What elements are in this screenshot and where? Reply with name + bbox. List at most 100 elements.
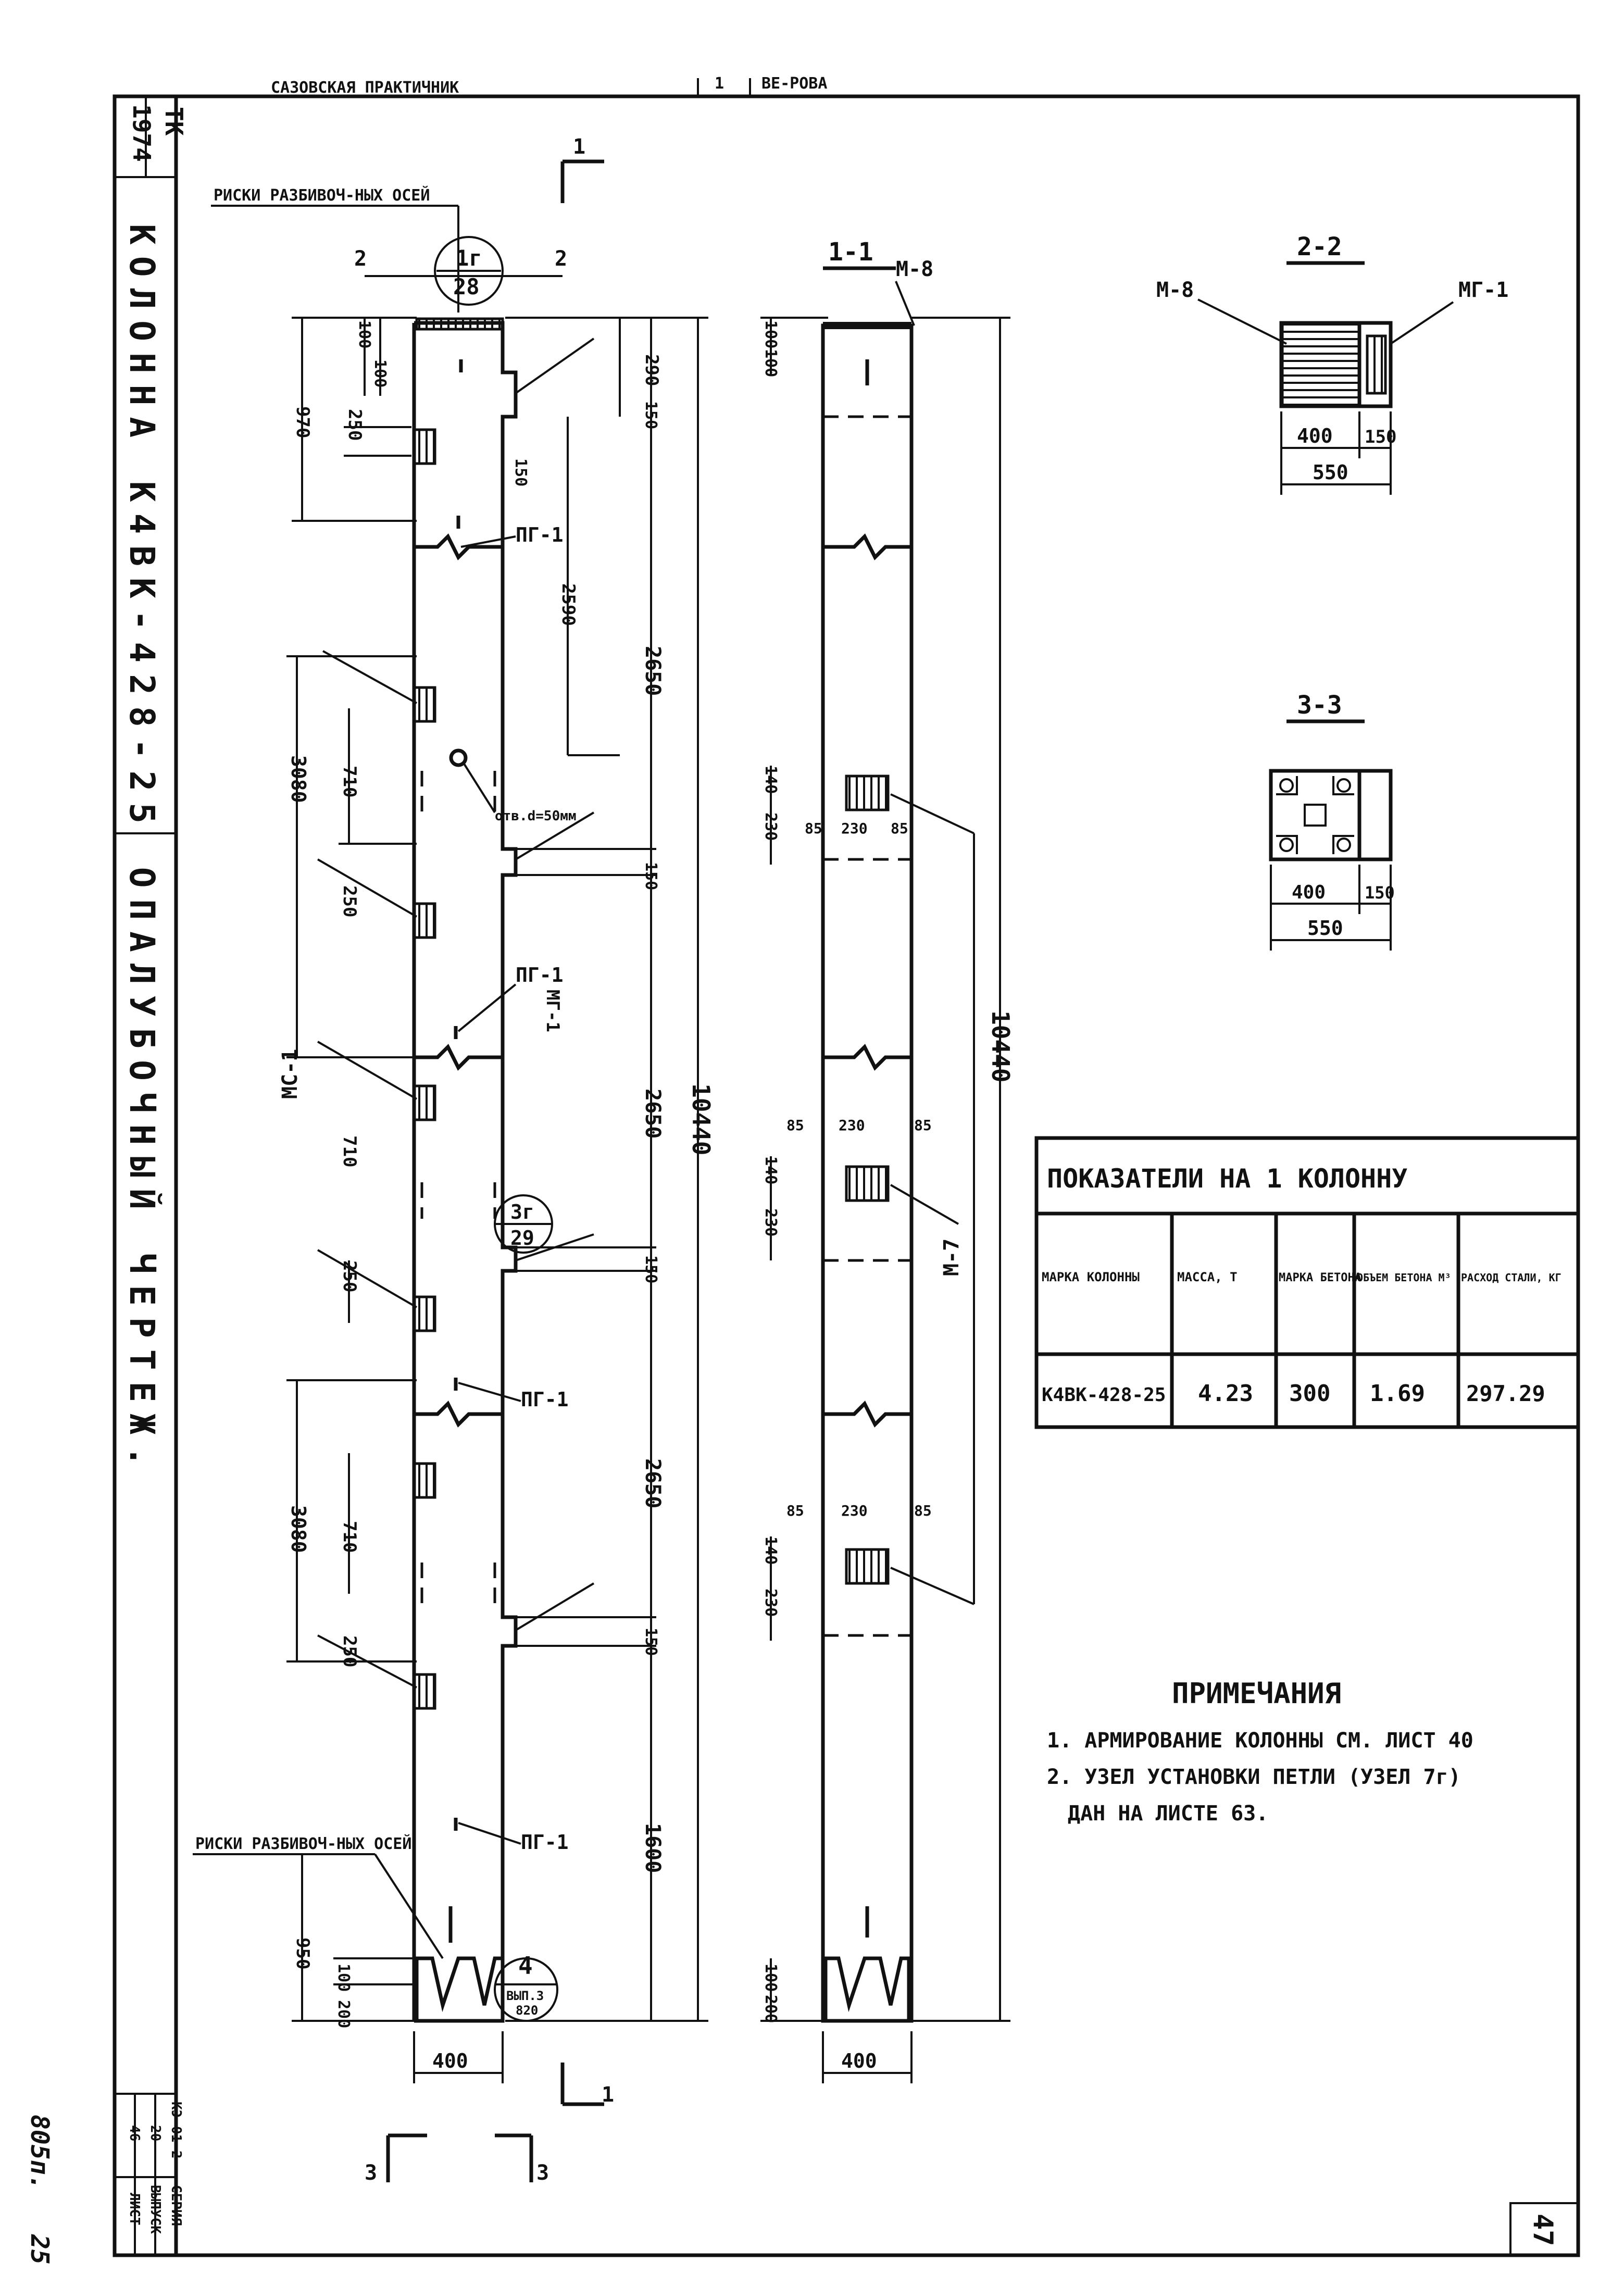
dim-250-1: 250 [344, 409, 365, 441]
s33-dim-550: 550 [1307, 917, 1343, 940]
section-2-2-title: 2-2 [1297, 232, 1342, 261]
s22-dim-400: 400 [1297, 424, 1333, 447]
dim-2650-1: 2650 [641, 646, 665, 696]
dim-150-2: 150 [511, 458, 530, 486]
elevation-dimensions-right: 290 150 150 2590 2650 150 2650 150 2650 … [505, 317, 715, 2022]
issue-value: 20 [147, 2125, 163, 2141]
series-value: КЭ 01-2 [168, 2102, 184, 2159]
s11-dim-140-1: 140 [761, 766, 780, 794]
indicators-table: ПОКАЗАТЕЛИ НА 1 КОЛОННУ МАРКА КОЛОННЫ МА… [1034, 1136, 1580, 1429]
top-strip-left: САЗОВСКАЯ ПРАКТИЧНИК [271, 79, 459, 97]
stamp-org: ТК [160, 107, 188, 136]
dim-250-2: 250 [339, 885, 360, 917]
dim-100c: 100 [334, 1964, 353, 1992]
top-strip-num: 1 [715, 74, 724, 93]
dim-2590: 2590 [558, 583, 579, 626]
elevation-labels: РИСКИ РАЗБИВОЧ-НЫХ ОСЕЙ РИСКИ РАЗБИВОЧ-Н… [193, 135, 614, 2185]
margin-note-2: 25 [25, 2234, 54, 2265]
dim-3080-1: 3080 [287, 755, 310, 803]
header-mark-col: МАРКА КОЛОННЫ [1042, 1270, 1140, 1284]
elevation-dimensions-left: 970 100 100 250 3080 710 250 МС-1 710 25… [278, 317, 417, 2028]
note-2: 2. УЗЕЛ УСТАНОВКИ ПЕТЛИ (УЗЕЛ 7г) [1047, 1765, 1461, 1789]
section-3-3-title: 3-3 [1297, 691, 1342, 720]
indicators-title: ПОКАЗАТЕЛИ НА 1 КОЛОННУ [1047, 1164, 1407, 1194]
s33-dim-400: 400 [1292, 882, 1326, 903]
dim-1600: 1600 [641, 1823, 665, 1873]
series-label: СЕРИЯ [168, 2185, 184, 2226]
section-3-3-view: 3-3 400 150 550 [1269, 691, 1395, 951]
mc-right-label: МГ-1 [542, 990, 563, 1032]
section-2-2-view: 2-2 М-8 МГ-1 400 150 550 [1156, 232, 1508, 495]
s11-dim-100c: 100 [761, 1964, 780, 1992]
note-3: ДАН НА ЛИСТЕ 63. [1068, 1802, 1268, 1826]
issue-label: ВЫПУСК [147, 2185, 163, 2234]
sheet-value: 46 [127, 2125, 142, 2141]
callout-top-num: 1г [456, 245, 482, 271]
dim-710-2: 710 [339, 1135, 360, 1167]
loop-label-2: ПГ-1 [516, 964, 564, 986]
section-1-marker-bottom: 1 [602, 2083, 614, 2107]
margin-note-1: 805п. [25, 2115, 54, 2190]
s22-dim-150: 150 [1365, 427, 1396, 447]
dim-710-3: 710 [339, 1521, 360, 1553]
dim-710-1: 710 [339, 766, 360, 797]
dim-970: 970 [292, 406, 313, 438]
hole-label: отв.d=50мм [495, 808, 577, 824]
section-3-marker-right: 3 [536, 2161, 549, 2185]
s22-dim-550: 550 [1313, 461, 1348, 484]
cell-steel: 297.29 [1466, 1381, 1545, 1406]
axis-marks-top: РИСКИ РАЗБИВОЧ-НЫХ ОСЕЙ [214, 186, 430, 205]
notes-title: ПРИМЕЧАНИЯ [1172, 1677, 1341, 1710]
callout-mid-sheet: 29 [510, 1227, 534, 1249]
s11-dim-85-1: 85 [805, 820, 822, 837]
s11-dim-10440: 10440 [986, 1010, 1015, 1082]
header-mass: МАССА, Т [1177, 1270, 1238, 1284]
s11-dim-230-2: 230 [841, 820, 868, 837]
s11-dim-140-3: 140 [761, 1536, 780, 1565]
dim-250-3: 250 [339, 1260, 360, 1292]
callout-bottom-issue: ВЫП.3 [506, 1989, 544, 2003]
header-volume: ОБЪЕМ БЕТОНА М³ [1357, 1271, 1451, 1284]
sheet-label: ЛИСТ [127, 2193, 142, 2226]
section-1-1-view: 1-1 М-8 М-7 100 100 140 230 85 230 85 [760, 238, 1015, 2083]
dim-150-1: 150 [642, 401, 660, 429]
top-title-strip: САЗОВСКАЯ ПРАКТИЧНИК 1 ВЕ-РОВА [208, 74, 938, 97]
header-concrete: МАРКА БЕТОНА [1279, 1271, 1361, 1284]
s22-plate-right: МГ-1 [1458, 278, 1508, 302]
sheet-number-box: 47 [1509, 2202, 1579, 2256]
section-2-marker-left: 2 [354, 247, 367, 271]
s11-dim-100a: 100 [761, 320, 780, 348]
section-1-1-title: 1-1 [828, 238, 873, 267]
section-1-marker-top: 1 [573, 135, 585, 159]
s11-dim-85-2: 85 [891, 820, 908, 837]
axis-marks-bottom: РИСКИ РАЗБИВОЧ-НЫХ ОСЕЙ [195, 1834, 411, 1853]
s11-dim-200: 200 [761, 1995, 780, 2023]
mc-left-label: МС-1 [278, 1049, 302, 1099]
loop-label-3: ПГ-1 [521, 1388, 569, 1411]
loop-label-4: ПГ-1 [521, 1831, 569, 1854]
s33-dim-150: 150 [1365, 883, 1395, 903]
note-1: 1. АРМИРОВАНИЕ КОЛОННЫ СМ. ЛИСТ 40 [1047, 1729, 1473, 1753]
callout-bottom-sheet: 820 [516, 2003, 538, 2018]
s11-dim-230-4: 230 [839, 1117, 865, 1134]
elevation-view [412, 317, 518, 2023]
s11-dim-400: 400 [841, 2049, 877, 2072]
dim-200: 200 [334, 2000, 353, 2028]
series-block: СЕРИЯ КЭ 01-2 ВЫПУСК 20 ЛИСТ 46 [114, 2093, 184, 2256]
dim-3080-2: 3080 [287, 1505, 310, 1553]
section-2-marker-right: 2 [555, 247, 567, 271]
s11-dim-230-5: 230 [761, 1589, 780, 1617]
dim-150-4: 150 [642, 1255, 660, 1283]
left-stamp: ТК 1974 КОЛОННА К4ВК-428-25 ОПАЛУБОЧНЫЙ … [115, 96, 188, 1478]
plate-m8-label: М-8 [896, 257, 933, 281]
dim-400-elev: 400 [432, 2049, 468, 2072]
dim-2650-2: 2650 [641, 1089, 665, 1139]
sheet-number: 47 [1527, 2214, 1558, 2246]
dim-150-3: 150 [642, 862, 660, 890]
dim-100b: 100 [371, 359, 389, 388]
s11-dim-230-1: 230 [761, 813, 780, 841]
s11-dim-100b: 100 [761, 349, 780, 377]
s11-dim-85-3: 85 [786, 1117, 804, 1134]
dim-100a: 100 [355, 320, 373, 348]
